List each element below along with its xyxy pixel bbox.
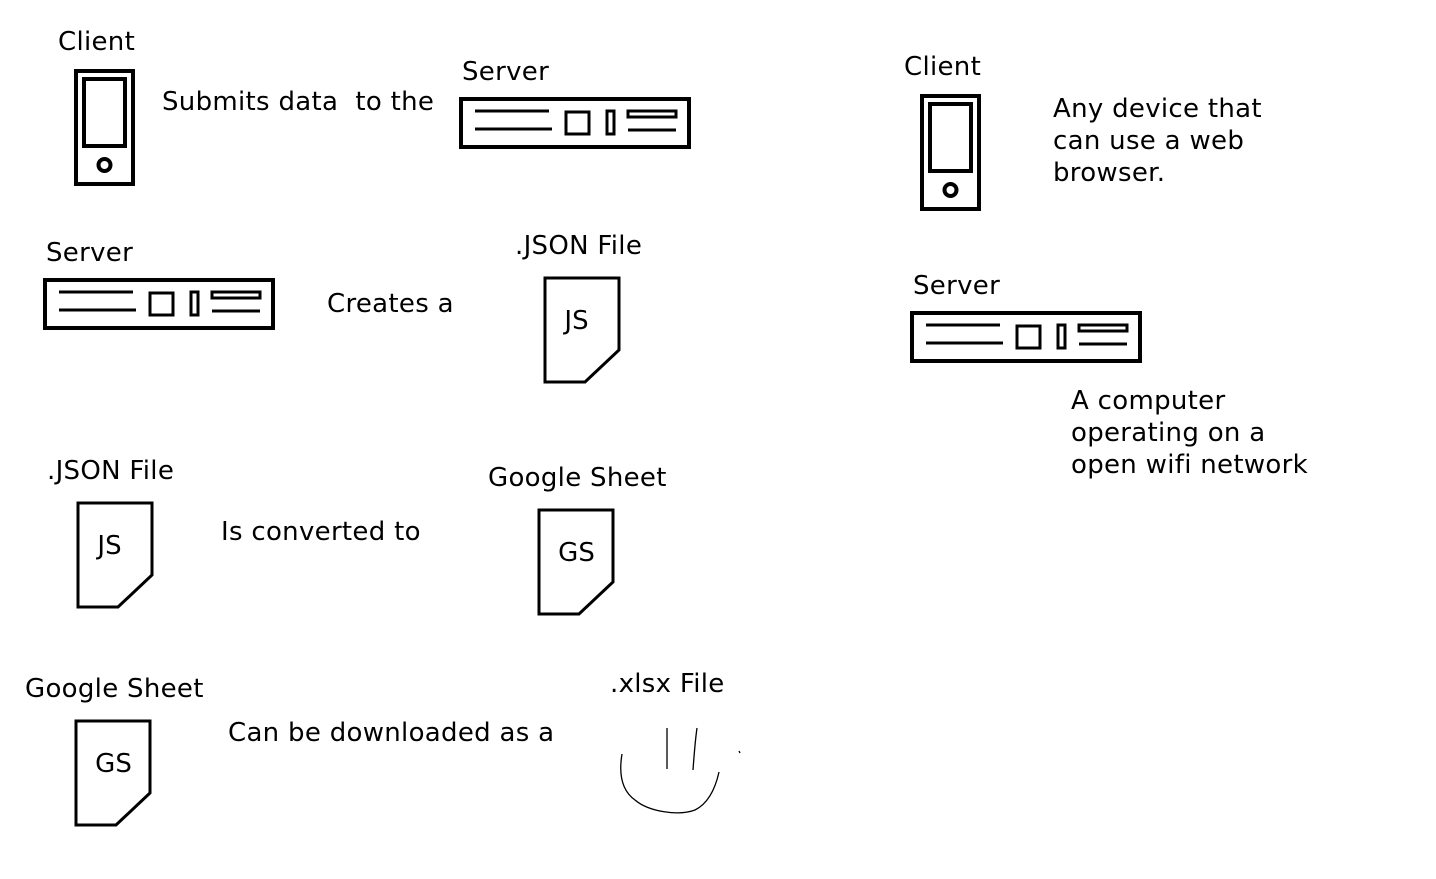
google-sheet-icon: GS (74, 719, 153, 828)
step2-server-label: Server (46, 238, 134, 268)
phone-icon (74, 69, 136, 187)
server-rack-icon (910, 311, 1143, 364)
legend-server-label: Server (913, 271, 1001, 301)
step4-sheet-label: Google Sheet (25, 674, 204, 704)
json-file-icon: JS (76, 501, 155, 610)
step1-verb: Submits data to the (162, 87, 435, 117)
step1-client-label: Client (58, 27, 136, 57)
google-sheet-icon: GS (537, 508, 616, 617)
legend-client-description: Any device that can use a web browser. (1053, 94, 1262, 188)
legend-client-label: Client (904, 52, 982, 82)
step3-json-label: .JSON File (47, 456, 175, 486)
server-rack-icon (43, 278, 276, 331)
google-sheet-glyph: GS (95, 749, 132, 779)
step4-xlsx-label: .xlsx File (610, 669, 725, 699)
step3-verb: Is converted to (221, 517, 421, 547)
json-file-glyph: JS (97, 531, 122, 561)
google-sheet-glyph: GS (558, 538, 595, 568)
server-rack-icon (459, 97, 692, 150)
phone-icon (920, 94, 982, 212)
step3-sheet-label: Google Sheet (488, 463, 667, 493)
legend-server-description: A computer operating on a open wifi netw… (1071, 386, 1308, 480)
hand-drawn-sketch-icon (615, 720, 745, 820)
step2-json-label: .JSON File (515, 231, 643, 261)
json-file-icon: JS (543, 276, 622, 385)
json-file-glyph: JS (564, 306, 589, 336)
step1-server-label: Server (462, 57, 550, 87)
step2-verb: Creates a (327, 289, 454, 319)
step4-verb: Can be downloaded as a (228, 718, 555, 748)
